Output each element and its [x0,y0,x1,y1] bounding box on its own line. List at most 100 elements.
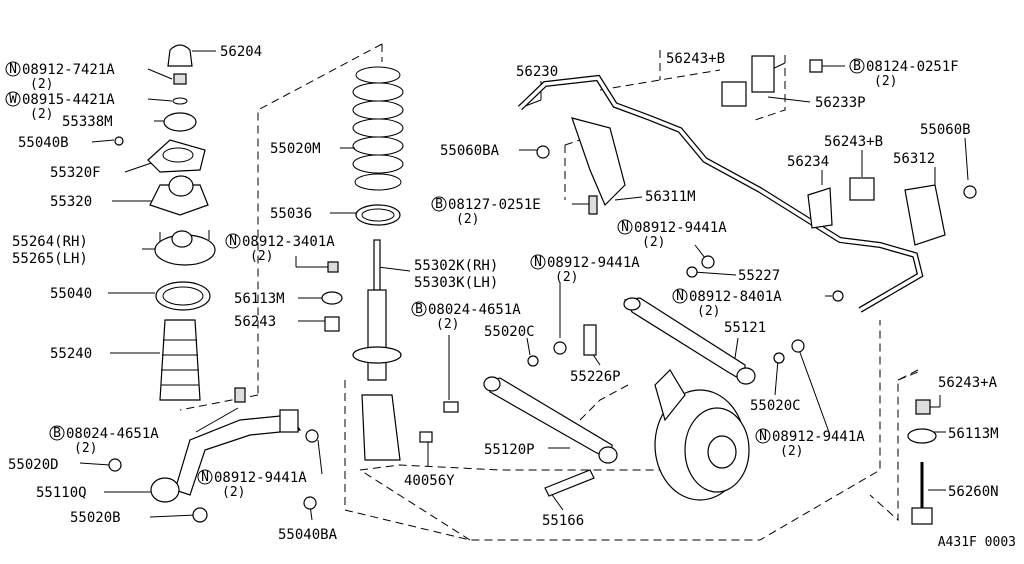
callout-c56204: 56204 [220,44,262,60]
prefix-letter: B [53,426,61,441]
part-number: 55020D [8,457,59,473]
part-number: 08024-4651A [66,426,159,442]
part-number: 56230 [516,64,558,80]
prefix-circle [849,58,865,74]
callout-c55020B: 55020B [70,510,121,526]
quantity: (2) [30,77,53,92]
bushing-part-b [849,177,875,201]
part-number: 56243+A [938,375,998,391]
prefix-letter: W [9,92,17,107]
part-number: 55120P [484,442,535,458]
part-number: 08024-4651A [428,302,521,318]
strut-body-part [367,289,387,381]
callout-c56113M_b: 56113M [948,426,999,442]
callout-c56311M: 56311M [645,189,696,205]
callout-c55264: 55264(RH) [12,234,88,250]
part-number: 56243 [234,314,276,330]
callout-c55040: 55040 [50,286,92,302]
callout-c55120P: 55120P [484,442,535,458]
prefix-circle [672,288,688,304]
quantity: (2) [874,74,897,89]
part-number: 08127-0251E [448,197,541,213]
callout-c55121: 55121 [724,320,766,336]
part-number: 55040B [18,135,69,151]
prefix-circle [5,61,21,77]
part-number: 55020C [484,324,535,340]
quantity: (2) [642,235,665,250]
part-number: 55265(LH) [12,251,88,267]
callout-c56234: 56234 [787,154,829,170]
part-number: 55040BA [278,527,338,543]
prefix-circle [197,469,213,485]
part-number: 56204 [220,44,262,60]
prefix-letter: B [853,59,861,74]
leader-lines [79,50,969,521]
callout-c56312: 56312 [893,151,935,167]
callout-c55036: 55036 [270,206,312,222]
part-number: 56113M [234,291,285,307]
part-number: 55320F [50,165,101,181]
prefix-letter: N [676,289,684,304]
callout-c56243_a: 56243 [234,314,276,330]
quantity: (2) [74,441,97,456]
insulator-part [149,184,209,216]
quantity: (2) [555,270,578,285]
callout-c55110Q: 55110Q [36,485,87,501]
part-number: 56311M [645,189,696,205]
front-lower-arm [108,387,459,523]
part-number: 56113M [948,426,999,442]
part-number: 55264(RH) [12,234,88,250]
part-number: 56243+B [666,51,725,67]
part-number: 55302K(RH) [414,258,498,274]
part-number: 55303K(LH) [414,275,498,291]
rear-links [483,255,844,497]
stabilizer-bar [517,55,977,313]
part-number: 55020B [70,510,121,526]
right-stab-link [907,399,937,525]
part-number: 55020C [750,398,801,414]
part-number: 08912-3401A [242,234,335,250]
part-number: 08912-7421A [22,62,115,78]
part-number: 55240 [50,346,92,362]
part-number: 56312 [893,151,935,167]
bolt-part [583,324,597,356]
upper-link-part [624,297,746,384]
nut-part [327,261,339,273]
bracket-part [571,117,626,207]
callout-c08024_a: B 08024-4651A(2) [49,425,159,456]
part-number: 08915-4421A [22,92,115,108]
prefix-letter: N [201,470,209,485]
prefix-letter: N [759,429,767,444]
part-number: 56260N [948,484,999,500]
callout-c55060B: 55060B [920,122,971,138]
part-number: 08912-9441A [634,220,727,236]
callout-c55040B: 55040B [18,135,69,151]
part-number: 55166 [542,513,584,529]
stabilizer-outline [564,50,786,200]
callout-c55020C_b: 55020C [750,398,801,414]
callout-c55320F: 55320F [50,165,101,181]
callout-c56243B_b: 56243+B [824,134,883,150]
part-number: 40056Y [404,473,455,489]
part-number: 55110Q [36,485,87,501]
bumper-cap-part [167,44,193,67]
knuckle-bracket-part [361,394,401,461]
part-number: 55040 [50,286,92,302]
callout-c55265: 55265(LH) [12,251,88,267]
callout-c55020D: 55020D [8,457,59,473]
callout-c55240: 55240 [50,346,92,362]
prefix-circle [530,254,546,270]
seal-part [163,112,197,132]
piston-rod-part [373,239,381,291]
callout-c55338: 55338M [62,114,113,130]
part-number: 55338M [62,114,113,130]
shock-absorber [321,239,402,461]
